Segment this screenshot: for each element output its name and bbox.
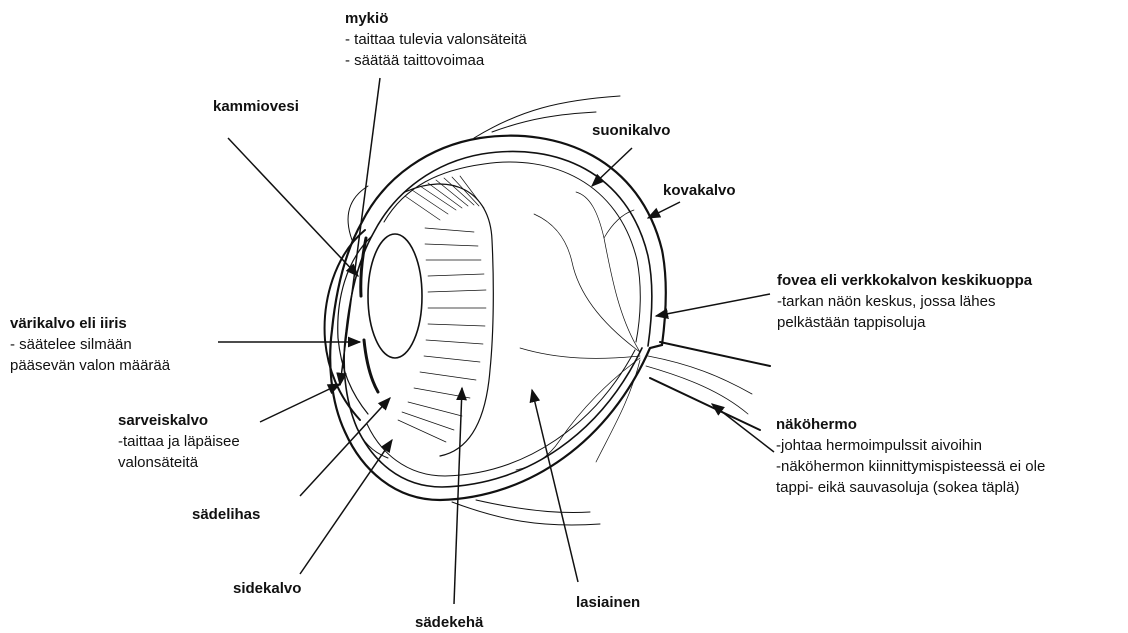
label-mykio-title: mykiö <box>345 8 527 29</box>
retina-outline <box>367 162 640 476</box>
ciliary-outline <box>405 184 493 456</box>
label-sidekalvo-title: sidekalvo <box>233 578 301 599</box>
arrow-kammiovesi <box>228 138 358 276</box>
label-mykio: mykiö - taittaa tulevia valonsäteitä - s… <box>345 8 527 71</box>
label-varikalvo-line: pääsevän valon määrää <box>10 355 170 376</box>
label-fovea-line: -tarkan näön keskus, jossa lähes <box>777 291 1032 312</box>
pointer-arrows <box>218 78 774 604</box>
label-nakohermo-title: näköhermo <box>776 414 1045 435</box>
label-fovea-line: pelkästään tappisoluja <box>777 312 1032 333</box>
label-sadekeha: sädekehä <box>415 612 483 633</box>
label-nakohermo-line: tappi- eikä sauvasoluja (sokea täplä) <box>776 477 1045 498</box>
eyeball-drawing <box>325 96 770 525</box>
label-kammiovesi: kammiovesi <box>213 96 299 117</box>
arrow-sarveiskalvo <box>260 384 340 422</box>
arrow-fovea <box>656 294 770 316</box>
label-kovakalvo-title: kovakalvo <box>663 180 736 201</box>
arrow-sadelihas <box>300 398 390 496</box>
label-kovakalvo: kovakalvo <box>663 180 736 201</box>
eye-muscle-bottom <box>452 500 600 525</box>
label-sarveiskalvo: sarveiskalvo -taittaa ja läpäisee valons… <box>118 410 240 473</box>
retina-vessels <box>516 192 640 470</box>
label-suonikalvo: suonikalvo <box>592 120 670 141</box>
label-nakohermo-line: -johtaa hermoimpulssit aivoihin <box>776 435 1045 456</box>
label-sarveiskalvo-title: sarveiskalvo <box>118 410 240 431</box>
label-mykio-line: - säätää taittovoimaa <box>345 50 527 71</box>
arrow-sadekeha <box>454 388 462 604</box>
label-nakohermo: näköhermo -johtaa hermoimpulssit aivoihi… <box>776 414 1045 498</box>
label-sadekeha-title: sädekehä <box>415 612 483 633</box>
label-sarveiskalvo-line: valonsäteitä <box>118 452 240 473</box>
lens-shape <box>368 234 422 358</box>
label-suonikalvo-title: suonikalvo <box>592 120 670 141</box>
label-sadelihas-title: sädelihas <box>192 504 260 525</box>
choroid-outline <box>344 151 652 487</box>
label-sidekalvo: sidekalvo <box>233 578 301 599</box>
arrow-lasiainen <box>532 390 578 582</box>
iris-lower <box>364 340 378 392</box>
cornea-inner <box>338 236 372 414</box>
label-mykio-line: - taittaa tulevia valonsäteitä <box>345 29 527 50</box>
arrow-sidekalvo <box>300 440 392 574</box>
arrow-nakohermo <box>712 404 774 452</box>
label-sadelihas: sädelihas <box>192 504 260 525</box>
arrow-kovakalvo <box>648 202 680 218</box>
label-lasiainen-title: lasiainen <box>576 592 640 613</box>
label-kammiovesi-title: kammiovesi <box>213 96 299 117</box>
label-sarveiskalvo-line: -taittaa ja läpäisee <box>118 431 240 452</box>
label-varikalvo: värikalvo eli iiris - säätelee silmään p… <box>10 313 170 376</box>
label-varikalvo-title: värikalvo eli iiris <box>10 313 170 334</box>
cornea-outline <box>325 230 365 420</box>
optic-nerve-inner <box>646 356 752 414</box>
label-nakohermo-line: -näköhermon kiinnittymispisteessä ei ole <box>776 456 1045 477</box>
label-varikalvo-line: - säätelee silmään <box>10 334 170 355</box>
label-lasiainen: lasiainen <box>576 592 640 613</box>
optic-nerve-lower <box>650 378 760 430</box>
ciliary-body <box>398 176 486 442</box>
label-fovea: fovea eli verkkokalvon keskikuoppa -tark… <box>777 270 1032 333</box>
label-fovea-title: fovea eli verkkokalvon keskikuoppa <box>777 270 1032 291</box>
